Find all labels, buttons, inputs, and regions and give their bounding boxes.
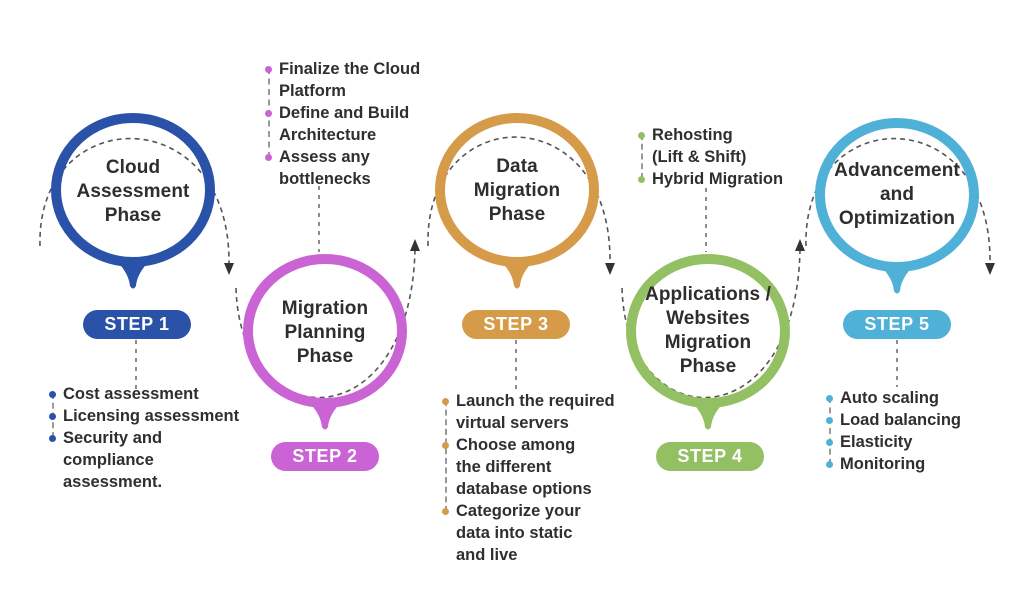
bullet-text: Hybrid Migration bbox=[652, 170, 784, 188]
step-1-pointer bbox=[113, 257, 153, 289]
bullet-dot-icon bbox=[826, 417, 833, 424]
bullet-text: Security and compliance assessment. bbox=[63, 429, 163, 491]
list-item: Hybrid Migration bbox=[638, 168, 783, 190]
list-item: Choose among the different database opti… bbox=[442, 434, 615, 500]
bullet-text: Rehosting (Lift & Shift) bbox=[652, 126, 747, 166]
arrow-down-icon bbox=[605, 263, 615, 275]
arrow-up-icon bbox=[795, 239, 805, 251]
step-2-phase-title: Migration Planning Phase bbox=[281, 298, 369, 367]
bullet-text: Choose among the different database opti… bbox=[456, 436, 592, 498]
bullet-dot-icon bbox=[265, 110, 272, 117]
bullet-connector-line bbox=[641, 134, 643, 179]
step-5-phase-title: Advancement and Optimization bbox=[834, 160, 960, 229]
list-item: Define and Build Architecture bbox=[265, 102, 420, 146]
list-item: Monitoring bbox=[826, 453, 961, 475]
bullet-dot-icon bbox=[826, 461, 833, 468]
bullet-text: Define and Build Architecture bbox=[279, 104, 410, 144]
list-item: Security and compliance assessment. bbox=[49, 427, 239, 493]
step-1-bullet-list: Cost assessment Licensing assessment Sec… bbox=[49, 383, 239, 493]
list-item: Load balancing bbox=[826, 409, 961, 431]
step-1-badge: STEP 1 bbox=[83, 310, 191, 339]
step-2-bullet-list: Finalize the Cloud Platform Define and B… bbox=[265, 58, 420, 190]
step-1-phase-title: Cloud Assessment Phase bbox=[76, 157, 190, 226]
arrow-down-icon bbox=[985, 263, 995, 275]
step-5-pointer bbox=[877, 262, 917, 294]
bullet-dot-icon bbox=[826, 439, 833, 446]
bullet-dot-icon bbox=[49, 413, 56, 420]
step-3-bullet-list: Launch the required virtual servers Choo… bbox=[442, 390, 615, 566]
bullet-text: Categorize your data into static and liv… bbox=[456, 502, 581, 564]
bullet-dot-icon bbox=[442, 398, 449, 405]
step-4-bullet-list: Rehosting (Lift & Shift) Hybrid Migratio… bbox=[638, 124, 783, 190]
step-4-badge: STEP 4 bbox=[656, 442, 764, 471]
step-3-flow-arc bbox=[427, 136, 611, 264]
step-5-badge: STEP 5 bbox=[843, 310, 951, 339]
step-5-flow-arc bbox=[805, 137, 991, 264]
bullet-dot-icon bbox=[265, 66, 272, 73]
step-3-badge: STEP 3 bbox=[462, 310, 570, 339]
bullet-connector-line bbox=[445, 400, 447, 512]
step-4-pointer bbox=[688, 398, 728, 430]
bullet-text: Licensing assessment bbox=[63, 407, 240, 425]
step-4-phase-title: Applications / Websites Migration Phase bbox=[645, 284, 771, 377]
bullet-text: Auto scaling bbox=[840, 389, 940, 407]
step-3-phase-title: Data Migration Phase bbox=[473, 156, 561, 225]
bullet-dot-icon bbox=[826, 395, 833, 402]
step-2-badge: STEP 2 bbox=[271, 442, 379, 471]
list-item: Categorize your data into static and liv… bbox=[442, 500, 615, 566]
list-item: Elasticity bbox=[826, 431, 961, 453]
bullet-text: Assess any bottlenecks bbox=[279, 148, 371, 188]
bullet-dot-icon bbox=[49, 435, 56, 442]
bullet-text: Monitoring bbox=[840, 455, 926, 473]
arrow-up-icon bbox=[410, 239, 420, 251]
bullet-dot-icon bbox=[638, 132, 645, 139]
bullet-dot-icon bbox=[442, 442, 449, 449]
list-item: Finalize the Cloud Platform bbox=[265, 58, 420, 102]
bullet-text: Finalize the Cloud Platform bbox=[279, 60, 421, 100]
list-item: Rehosting (Lift & Shift) bbox=[638, 124, 783, 168]
bullet-dot-icon bbox=[638, 176, 645, 183]
bullet-connector-line bbox=[829, 397, 831, 465]
bullet-dot-icon bbox=[265, 154, 272, 161]
list-item: Assess any bottlenecks bbox=[265, 146, 420, 190]
bullet-text: Elasticity bbox=[840, 433, 913, 451]
list-item: Licensing assessment bbox=[49, 405, 239, 427]
bullet-dot-icon bbox=[49, 391, 56, 398]
step-5-bullet-list: Auto scaling Load balancing Elasticity M… bbox=[826, 387, 961, 475]
list-item: Cost assessment bbox=[49, 383, 239, 405]
bullet-dot-icon bbox=[442, 508, 449, 515]
arrow-down-icon bbox=[224, 263, 234, 275]
step-3-pointer bbox=[497, 257, 537, 289]
list-item: Launch the required virtual servers bbox=[442, 390, 615, 434]
step-2-pointer bbox=[305, 398, 345, 430]
list-item: Auto scaling bbox=[826, 387, 961, 409]
bullet-text: Cost assessment bbox=[63, 385, 199, 403]
bullet-text: Load balancing bbox=[840, 411, 962, 429]
bullet-text: Launch the required virtual servers bbox=[456, 392, 615, 432]
